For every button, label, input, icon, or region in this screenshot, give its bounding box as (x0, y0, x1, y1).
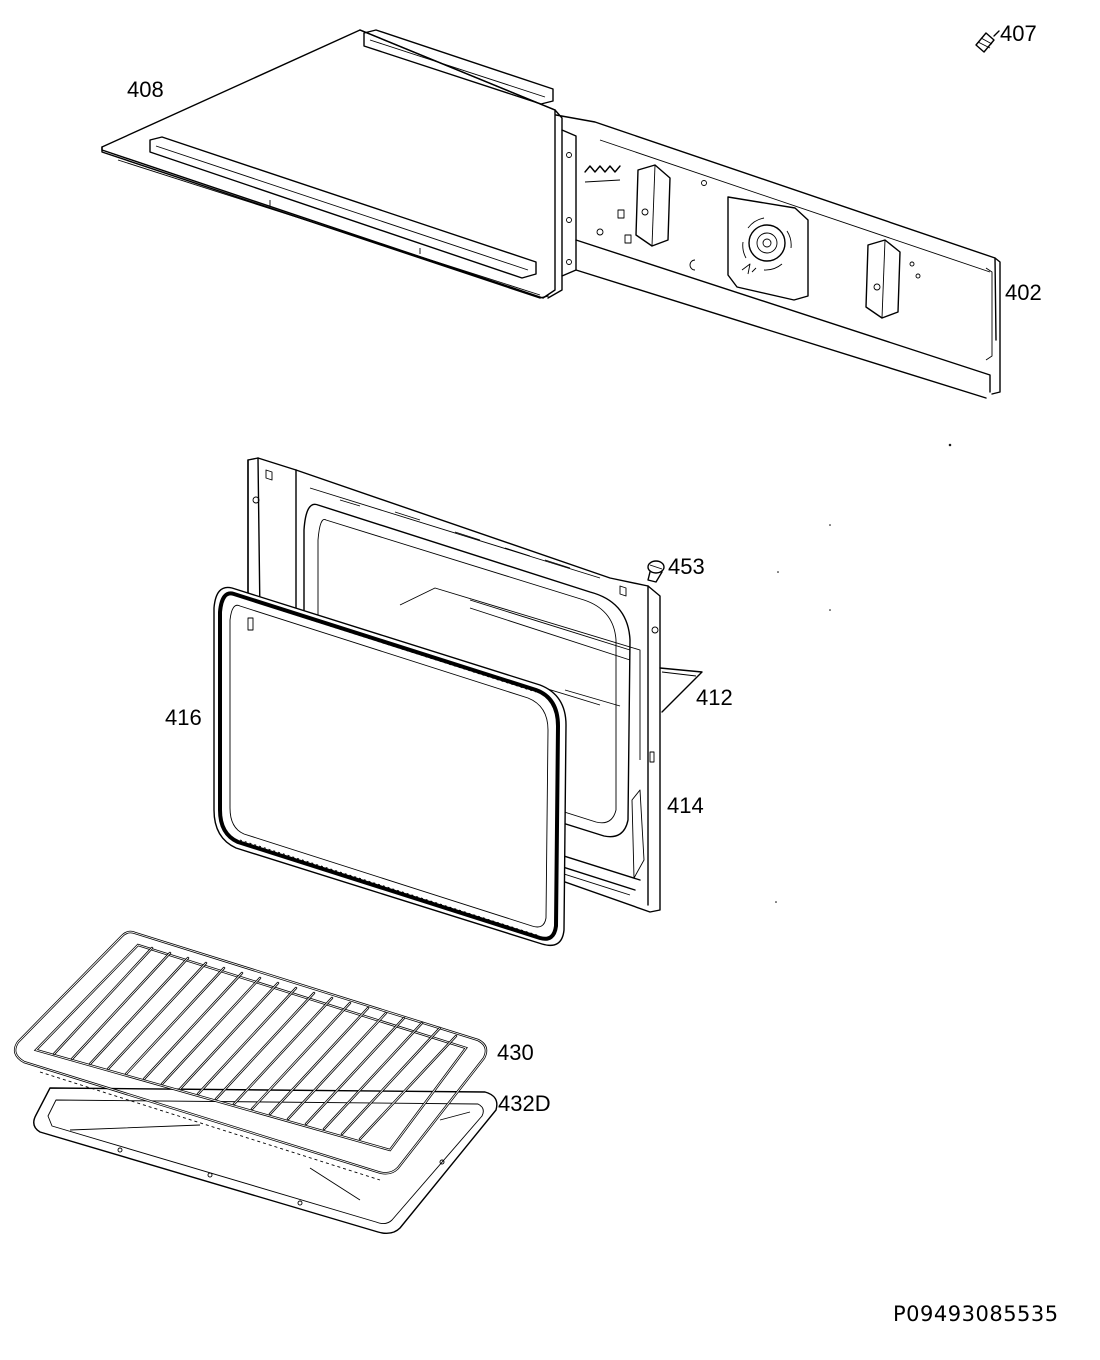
shelf-rods (52, 946, 458, 1141)
callout-453: 453 (668, 554, 705, 579)
callout-412: 412 (696, 685, 733, 710)
bottom-plate-412-drawing (659, 667, 703, 713)
stray-marks (775, 524, 831, 903)
drawing-code: P09493085535 (893, 1302, 1059, 1326)
callout-430: 430 (497, 1040, 534, 1065)
door-gasket-416-drawing (213, 586, 567, 947)
callout-408: 408 (127, 77, 164, 102)
callout-432D: 432D (498, 1091, 551, 1116)
callout-407: 407 (1000, 21, 1037, 46)
wire-shelf-430-drawing (13, 930, 488, 1181)
callout-416: 416 (165, 705, 202, 730)
screw-icon (975, 30, 1000, 53)
top-shield-408-drawing (101, 29, 577, 299)
baking-tray-432D-drawing (33, 1087, 498, 1235)
callout-402: 402 (1005, 280, 1042, 305)
screw-453-drawing (647, 560, 665, 583)
rear-bar-402-drawing (555, 114, 1001, 447)
callout-414: 414 (667, 793, 704, 818)
